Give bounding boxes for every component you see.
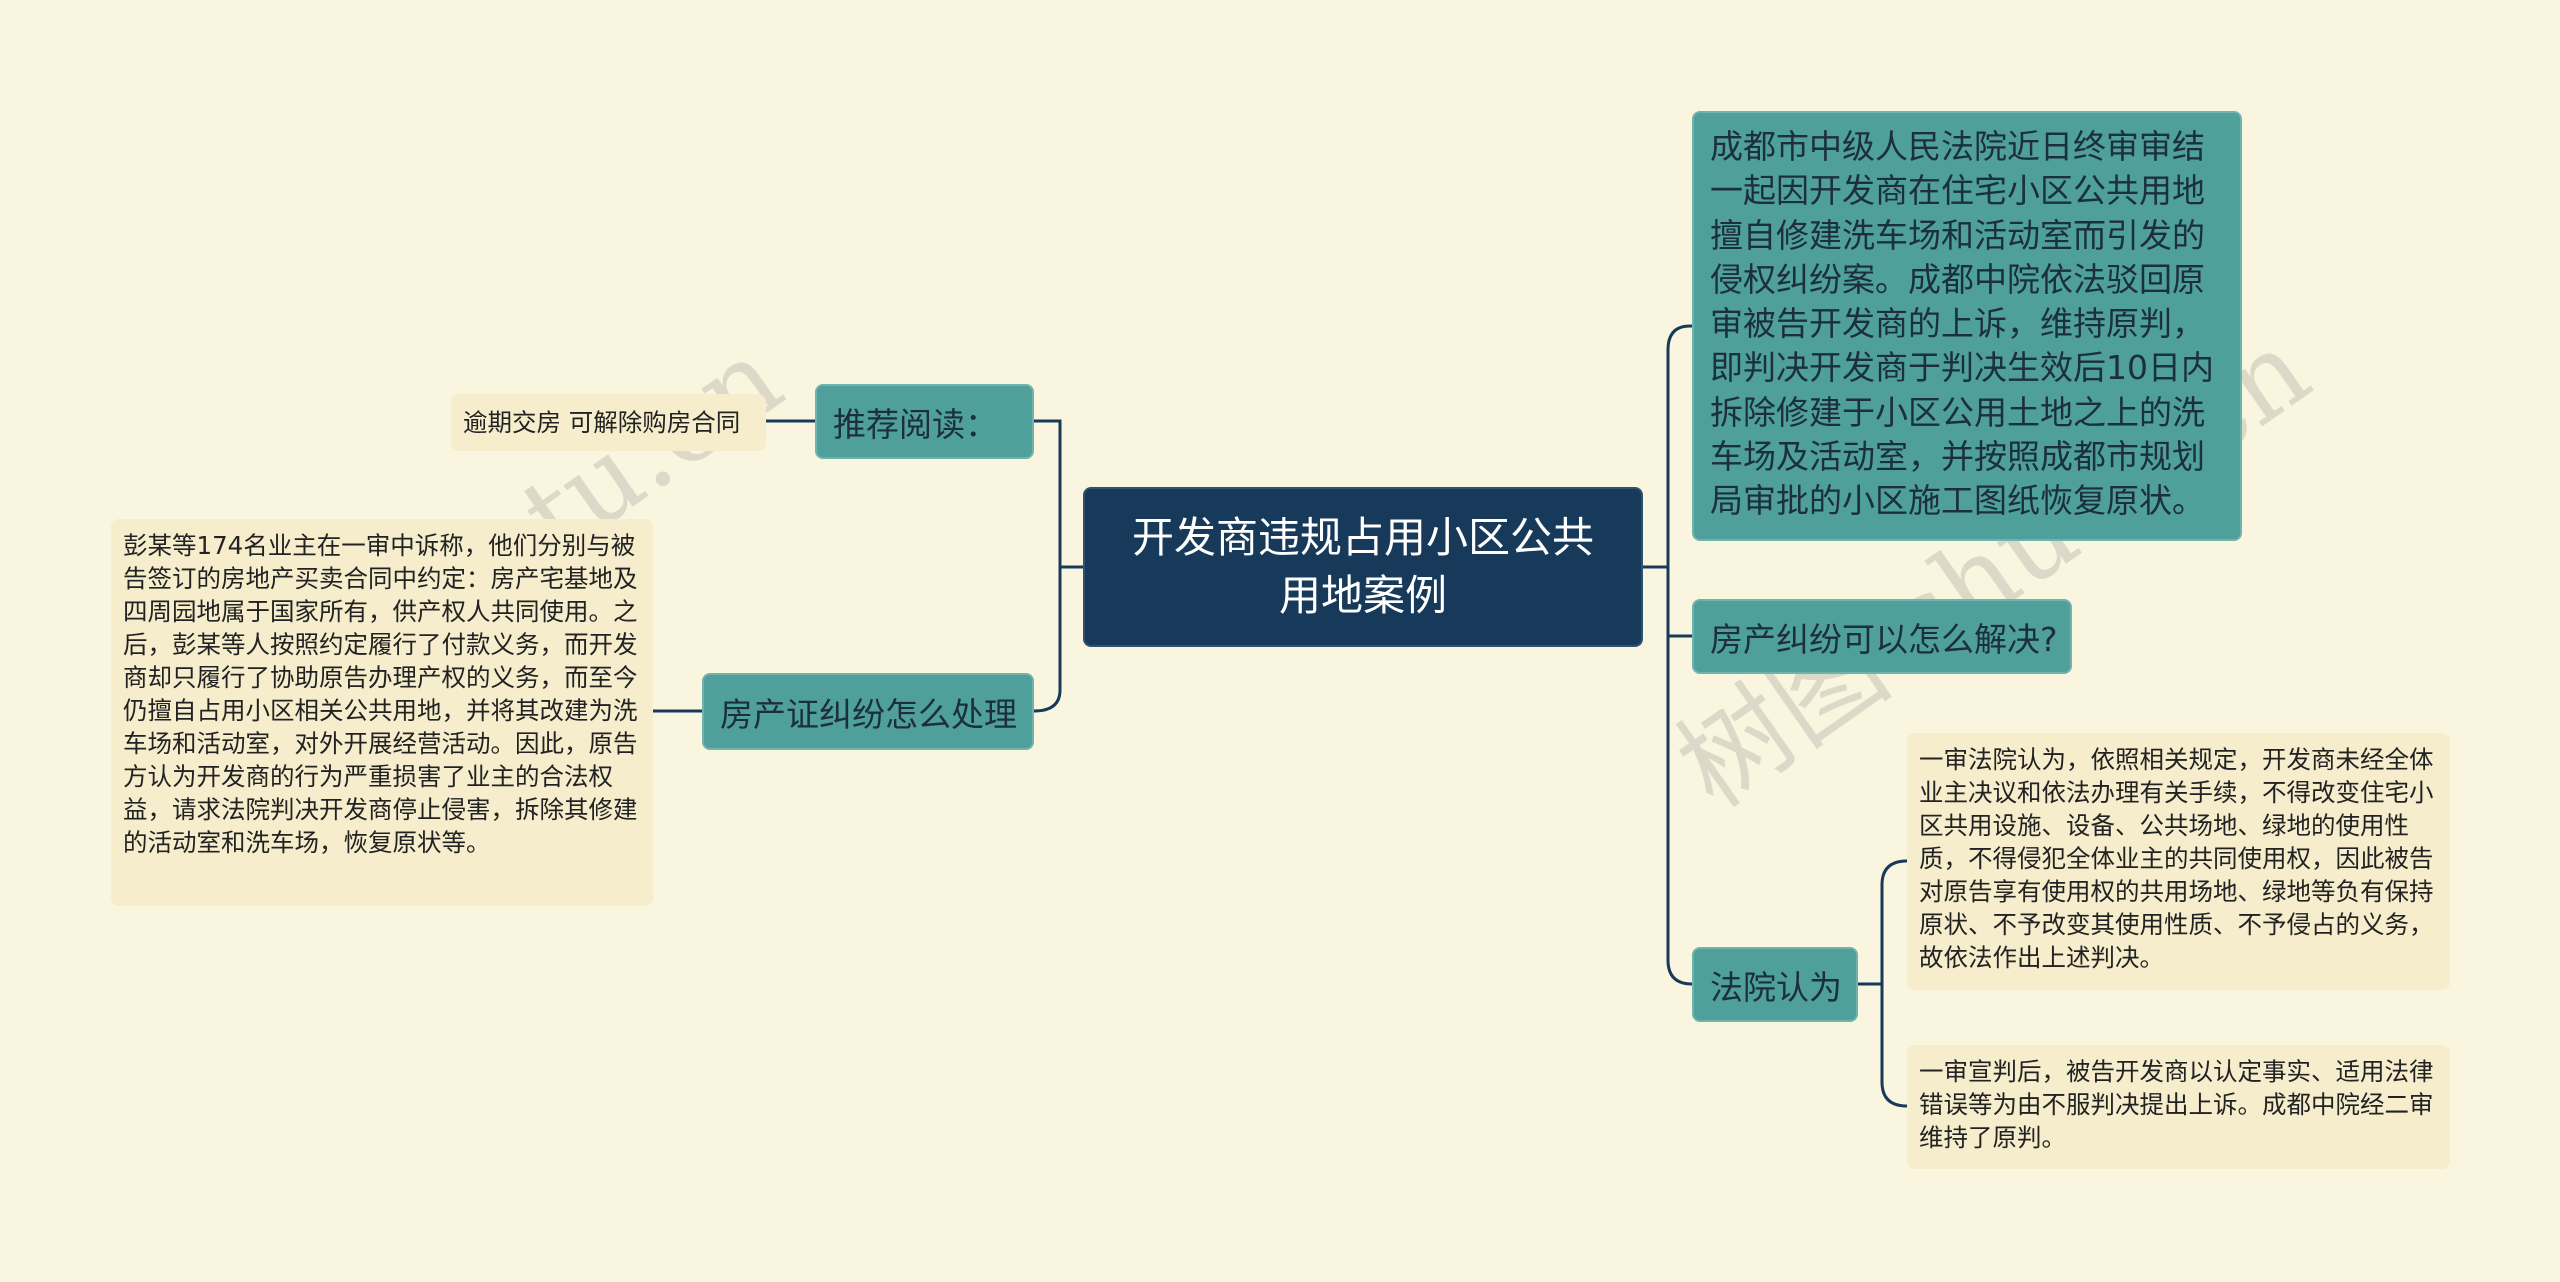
leaf-text: 逾期交房 可解除购房合同 [463,408,741,437]
central-topic-title: 开发商违规占用小区公共用地案例 [1131,513,1594,620]
leaf-recommend-link[interactable]: 逾期交房 可解除购房合同 [451,394,766,451]
branch-court[interactable]: 法院认为 [1692,947,1858,1022]
branch-question[interactable]: 房产纠纷可以怎么解决? [1692,599,2072,674]
leaf-text: 一审法院认为，依照相关规定，开发商未经全体业主决议和依法办理有关手续，不得改变住… [1919,745,2434,972]
branch-label: 法院认为 [1710,967,1842,1007]
leaf-court-detail-2[interactable]: 一审宣判后，被告开发商以认定事实、适用法律错误等为由不服判决提出上诉。成都中院经… [1907,1045,2450,1169]
branch-label: 房产纠纷可以怎么解决? [1710,619,2058,659]
branch-summary[interactable]: 成都市中级人民法院近日终审审结一起因开发商在住宅小区公共用地擅自修建洗车场和活动… [1692,111,2242,541]
branch-label: 房产证纠纷怎么处理 [720,694,1017,734]
central-topic[interactable]: 开发商违规占用小区公共用地案例 [1083,487,1643,647]
branch-recommend[interactable]: 推荐阅读： [815,384,1034,459]
leaf-certificate-detail[interactable]: 彭某等174名业主在一审中诉称，他们分别与被告签订的房地产买卖合同中约定：房产宅… [111,519,653,906]
leaf-text: 一审宣判后，被告开发商以认定事实、适用法律错误等为由不服判决提出上诉。成都中院经… [1919,1057,2434,1152]
branch-certificate[interactable]: 房产证纠纷怎么处理 [702,673,1034,750]
leaf-court-detail-1[interactable]: 一审法院认为，依照相关规定，开发商未经全体业主决议和依法办理有关手续，不得改变住… [1907,733,2450,990]
branch-label: 推荐阅读： [833,404,998,444]
branch-text: 成都市中级人民法院近日终审审结一起因开发商在住宅小区公共用地擅自修建洗车场和活动… [1710,127,2214,521]
leaf-text: 彭某等174名业主在一审中诉称，他们分别与被告签订的房地产买卖合同中约定：房产宅… [123,531,638,857]
